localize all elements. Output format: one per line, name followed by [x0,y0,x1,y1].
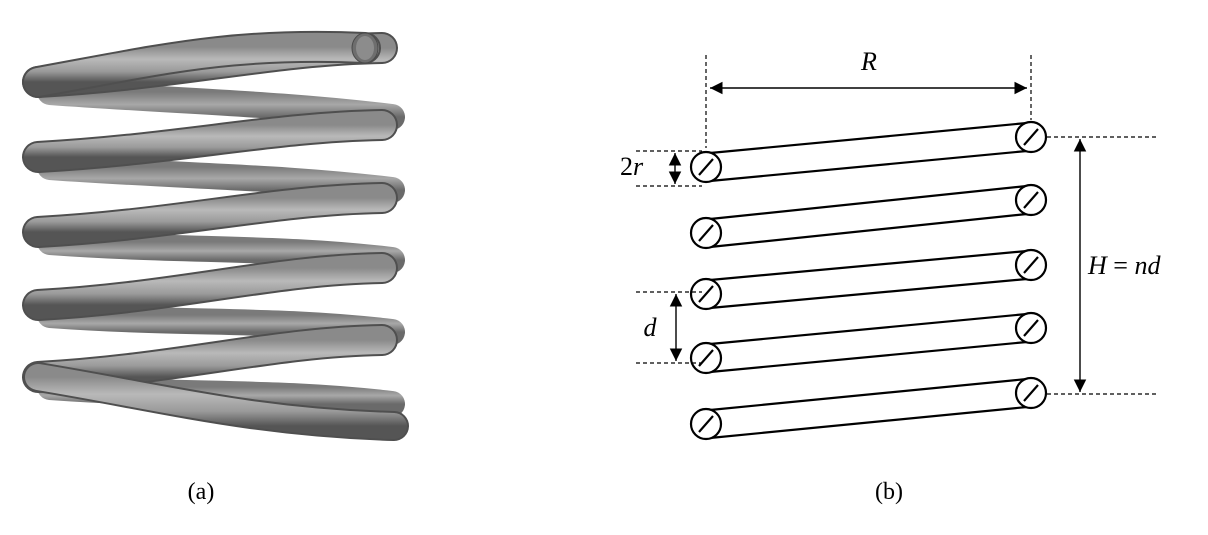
coil-upper-edge [709,184,1028,221]
spring-bottom-strand [25,364,407,439]
wire-section-hatch [698,415,714,433]
spring-front-strand [24,184,396,246]
wire-section-hatch [1023,384,1039,402]
spring-3d-illustration [22,30,409,441]
wire-section-hatch [1023,319,1039,337]
coil-upper-edge [709,121,1028,155]
wire-diameter-label: 2r [620,152,644,181]
coil-lower-edge [709,212,1028,249]
wire-section-hatch [1023,191,1039,209]
spring-top-strand [24,32,379,96]
spring-end-cap-face [356,36,374,60]
caption-b: (b) [875,479,903,505]
coil-lower-edge [709,340,1028,374]
wire-section-hatch [698,158,714,176]
spring-front-strands [22,30,409,441]
height-label: H = nd [1087,251,1161,280]
wire-section-hatch [1023,256,1039,274]
coil-lower-edge [709,277,1028,310]
coil-upper-edge [709,312,1028,346]
caption-a: (a) [188,479,215,505]
spring-front-strand [24,111,396,171]
coil-upper-edge [709,249,1028,282]
radius-label: R [860,47,877,76]
pitch-label: d [644,313,658,342]
coil-lower-edge [709,405,1028,440]
wire-section-hatch [698,285,714,303]
spring-schematic: R 2r d H = nd [620,47,1161,441]
coil-strands [689,120,1048,441]
wire-section-hatch [1023,128,1039,146]
coil-lower-edge [709,149,1028,183]
coil-upper-edge [709,377,1028,412]
spring-front-strand [24,254,396,319]
wire-section-hatch [698,224,714,242]
